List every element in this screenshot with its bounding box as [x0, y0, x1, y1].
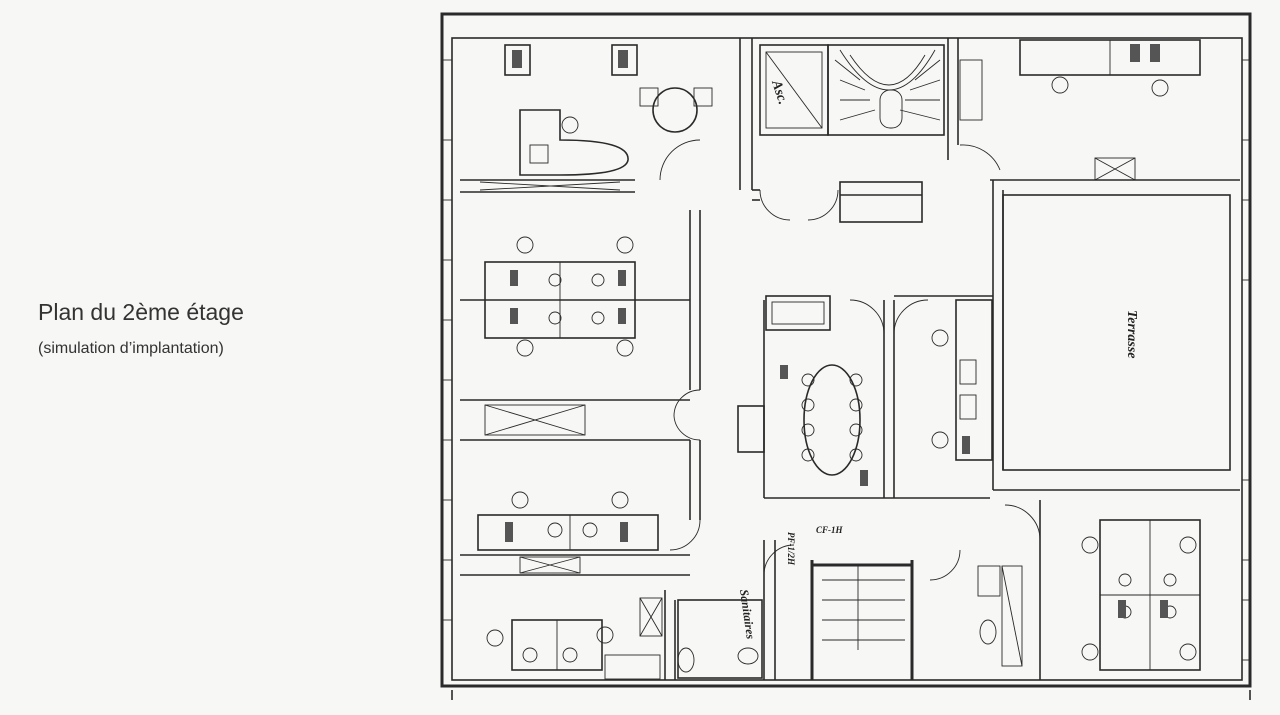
elevator-shaft: Asc.: [759, 44, 829, 136]
plan-subtitle: (simulation d’implantation): [38, 340, 224, 357]
meeting-room: [737, 295, 863, 476]
wc-right: [977, 565, 1023, 667]
main-staircase: [827, 44, 945, 136]
office-right-middle: [931, 299, 993, 461]
terrace: Terrasse: [1124, 310, 1139, 359]
doors: [659, 139, 1041, 581]
terrace-label: Terrasse: [1124, 310, 1139, 359]
toilets-label: Sanitaires: [737, 588, 758, 640]
desk-codes: [505, 44, 1168, 618]
open-office-left: [484, 236, 636, 436]
right-windows: [1241, 59, 1251, 661]
fire-door-label-1: PF-1/2H: [786, 532, 796, 566]
elevator-label: Asc.: [768, 78, 790, 107]
fire-door-label-2: CF-1H: [816, 525, 844, 535]
office-lower-left: [477, 491, 659, 574]
office-bottom-right: [1081, 519, 1201, 671]
secondary-staircase: PF-1/2H CF-1H: [786, 525, 905, 650]
left-windows: [442, 59, 453, 621]
office-top-right: [959, 39, 1201, 181]
plan-title: Plan du 2ème étage: [38, 299, 244, 325]
office-bottom-left: [486, 619, 661, 680]
plan-caption: Plan du 2ème étage (simulation d’implant…: [38, 297, 244, 361]
toilets: Sanitaires: [639, 588, 763, 679]
office-top-left: [479, 44, 713, 191]
